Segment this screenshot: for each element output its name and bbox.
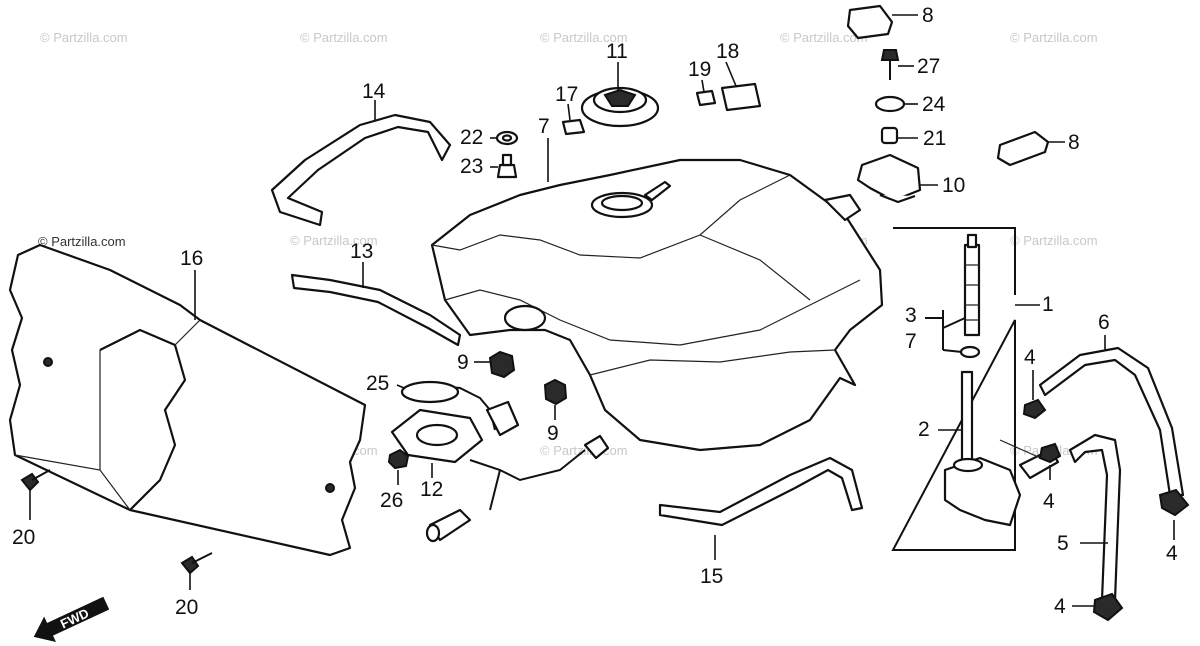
callout-5: 5 [1057,532,1069,555]
callouts: 1 2 3 7 4 4 4 4 5 6 7 8 8 9 9 10 11 12 1… [12,4,1178,619]
callout-18: 18 [716,40,739,63]
fwd-arrow: FWD [33,596,110,642]
part-1-fuel-cock-box [891,227,1060,551]
callout-13: 13 [350,240,373,263]
callout-15: 15 [700,565,723,588]
callout-7-strainer: 7 [905,330,917,353]
part-23-bolt [490,153,518,179]
part-19-label [695,79,717,107]
part-11-fuel-cap [580,62,660,128]
watermark: © Partzilla.com [780,30,868,45]
callout-4-a: 4 [1024,346,1036,369]
part-4-clamp-a [1022,370,1047,420]
part-12-fuel-unit [390,383,610,543]
callout-4-b: 4 [1043,490,1055,513]
watermark: © Partzilla.com [540,30,628,45]
callout-20-a: 20 [12,526,35,549]
part-13-rubber-strip [290,273,462,347]
watermark: © Partzilla.com [290,233,378,248]
part-18-label [720,61,762,112]
part-22-washer [490,130,519,146]
part-8-rubber-pad-top [846,4,918,40]
fwd-label: FWD [58,605,91,631]
part-14-rubber-strip [270,113,452,227]
part-20-screw-a [20,469,51,520]
callout-7: 7 [538,115,550,138]
watermark: © Partzilla.com [40,30,128,45]
callout-21: 21 [923,127,946,150]
callout-8-a: 8 [922,4,934,27]
part-24-washer [874,95,918,113]
callout-14: 14 [362,80,386,103]
callout-24: 24 [922,93,946,116]
watermark: © Partzilla.com [1010,30,1098,45]
part-6-fuel-hose [1038,335,1190,517]
callout-9-b: 9 [547,422,559,445]
callout-26: 26 [380,489,403,512]
callout-16: 16 [180,247,203,270]
callout-4-d: 4 [1054,595,1066,618]
part-25-o-ring [396,380,460,404]
callout-3: 3 [905,304,917,327]
watermark: © Partzilla.com [300,30,388,45]
callout-11: 11 [606,40,628,63]
callout-9-a: 9 [457,351,469,374]
part-20-screw-b [180,552,213,590]
callout-22: 22 [460,126,483,149]
part-10-bracket [856,153,938,204]
part-5-fuel-hose [1068,433,1124,622]
watermark: © Partzilla.com [1010,233,1098,248]
callout-6: 6 [1098,311,1110,334]
part-16-side-cover [8,243,367,557]
part-15-rubber-strip [658,456,864,527]
callout-19: 19 [688,58,711,81]
callout-12: 12 [420,478,443,501]
callout-4-c: 4 [1166,542,1178,565]
part-26-grommet [387,448,410,485]
callout-17: 17 [555,83,578,106]
callout-27: 27 [917,55,940,78]
watermark: © Partzilla.com [38,234,126,249]
part-27-bolt [880,49,914,80]
fuel-tank [430,158,884,452]
part-9-nut-b [543,378,568,420]
part-9-nut-a [474,350,516,379]
callout-20-b: 20 [175,596,198,619]
part-17-label [561,103,586,136]
callout-23: 23 [460,155,483,178]
callout-8-b: 8 [1068,131,1080,154]
part-8-rubber-pad-right [996,130,1065,167]
callout-25: 25 [366,372,389,395]
callout-1: 1 [1042,293,1054,316]
leader-lines [194,100,716,560]
callout-2: 2 [918,418,930,441]
part-4-clamp-b [1038,442,1062,480]
part-21-collar [880,126,918,145]
callout-10: 10 [942,174,965,197]
